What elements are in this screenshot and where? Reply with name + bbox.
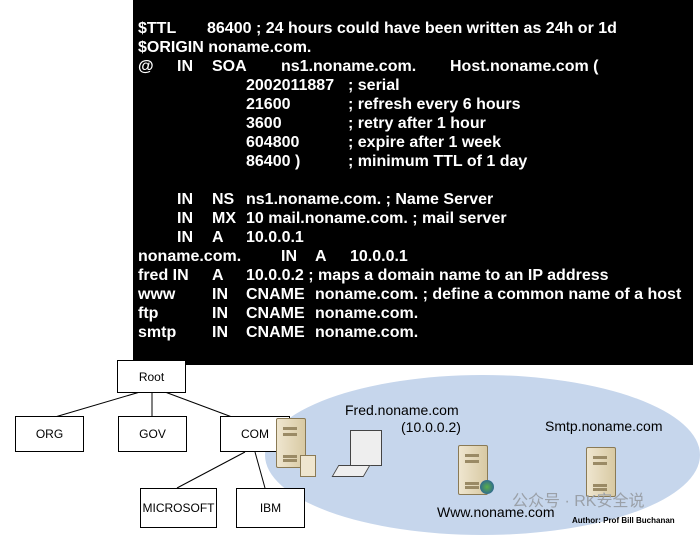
tree-node-microsoft: MICROSOFT [140, 488, 217, 528]
zone-field: noname.com. [315, 324, 419, 341]
fred-host-label: Fred.noname.com [345, 402, 459, 418]
zone-field: ; retry after 1 hour [348, 115, 486, 132]
zone-field: NS [212, 191, 235, 208]
zone-field: smtp [138, 324, 177, 341]
zone-field: CNAME [246, 324, 305, 341]
zone-record-line: 86400 ) ; minimum TTL of 1 day [133, 152, 693, 171]
zone-field: CNAME [246, 286, 305, 303]
zone-field: 10.0.0.2 ; maps a domain name to an IP a… [246, 267, 609, 284]
globe-icon [480, 480, 494, 494]
zone-field: fred IN [138, 267, 189, 284]
zone-field: CNAME [246, 305, 305, 322]
zone-record-line: smtp IN CNAME noname.com. [133, 323, 693, 342]
zone-field: 10 mail.noname.com. ; mail server [246, 210, 507, 227]
zone-record-line: IN A 10.0.0.1 [133, 228, 693, 247]
zone-field: ns1.noname.com. [281, 58, 417, 75]
zone-field: $TTL [138, 20, 177, 37]
mail-server-icon [586, 447, 616, 497]
zone-field: 3600 [246, 115, 282, 132]
zone-field: IN [212, 286, 228, 303]
zone-field: noname.com. ; define a common name of a … [315, 286, 682, 303]
zone-field: 10.0.0.1 [350, 248, 408, 265]
zone-field: 21600 [246, 96, 291, 113]
zone-record-line: fred IN A 10.0.0.2 ; maps a domain name to… [133, 266, 693, 285]
zone-record-line: 604800 ; expire after 1 week [133, 133, 693, 152]
zone-field: noname.com. [138, 248, 242, 265]
zone-record-line: IN MX 10 mail.noname.com. ; mail server [133, 209, 693, 228]
zone-field: ; refresh every 6 hours [348, 96, 521, 113]
zone-field: 2002011887 [246, 77, 335, 94]
zone-field: Host.noname.com ( [450, 58, 599, 75]
watermark: 公众号 · RK安全说 [512, 493, 645, 510]
zone-record-line: noname.com. IN A 10.0.0.1 [133, 247, 693, 266]
zone-field: SOA [212, 58, 247, 75]
zone-field: ns1.noname.com. ; Name Server [246, 191, 494, 208]
zone-field: A [212, 229, 224, 246]
zone-field: noname.com. [315, 305, 419, 322]
zone-field: A [212, 267, 224, 284]
tree-node-ibm: IBM [236, 488, 305, 528]
zone-field: IN [177, 58, 193, 75]
zone-record-line: www IN CNAME noname.com. ; define a common … [133, 285, 693, 304]
zone-field: ; minimum TTL of 1 day [348, 153, 528, 170]
zone-field: ; expire after 1 week [348, 134, 501, 151]
zone-field: 10.0.0.1 [246, 229, 304, 246]
zone-field: 86400 ) [246, 153, 301, 170]
zone-record-line: 2002011887 ; serial [133, 76, 693, 95]
zone-field: ftp [138, 305, 159, 322]
workstation-icon [350, 430, 382, 466]
document-icon [300, 455, 316, 477]
zone-field: IN [212, 305, 228, 322]
www-host-label: Www.noname.com [437, 504, 555, 520]
zone-field: IN [177, 229, 193, 246]
zone-field: IN [281, 248, 297, 265]
author-credit: Author: Prof Bill Buchanan [572, 516, 675, 525]
zone-field: ; serial [348, 77, 400, 94]
zone-field: IN [212, 324, 228, 341]
tree-node-org: ORG [15, 416, 84, 452]
zone-field: www [138, 286, 176, 303]
zone-record-line: 21600 ; refresh every 6 hours [133, 95, 693, 114]
zone-field: A [315, 248, 327, 265]
zone-file-panel: $TTL 86400 ; 24 hours could have been wri… [133, 0, 693, 365]
zone-record-line: $ORIGIN noname.com. [133, 38, 693, 57]
zone-field: MX [212, 210, 236, 227]
zone-record-line: $TTL 86400 ; 24 hours could have been wri… [133, 19, 693, 38]
zone-field: 86400 ; 24 hours could have been written… [207, 20, 617, 37]
zone-record-line: ftp IN CNAME noname.com. [133, 304, 693, 323]
tree-node-gov: GOV [118, 416, 187, 452]
zone-field: IN [177, 210, 193, 227]
tree-node-root: Root [117, 360, 186, 393]
zone-record-line: IN NS ns1.noname.com. ; Name Server [133, 190, 693, 209]
zone-field: IN [177, 191, 193, 208]
zone-record-line: 3600 ; retry after 1 hour [133, 114, 693, 133]
smtp-host-label: Smtp.noname.com [545, 418, 663, 434]
fred-ip-label: (10.0.0.2) [401, 419, 461, 435]
zone-record-line: @ IN SOA ns1.noname.com. Host.noname.com ( [133, 57, 693, 76]
zone-field: 604800 [246, 134, 300, 151]
zone-field: @ [138, 58, 154, 75]
zone-field: $ORIGIN noname.com. [138, 39, 312, 56]
